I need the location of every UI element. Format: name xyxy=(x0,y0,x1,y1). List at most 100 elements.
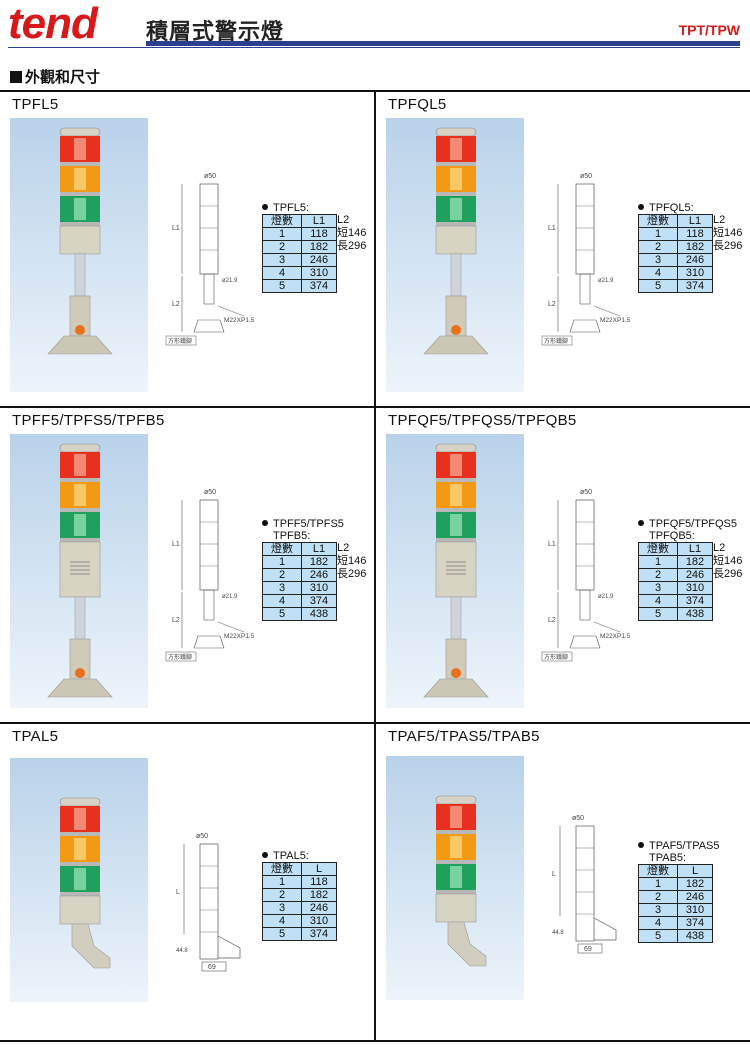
table-header: 燈數 xyxy=(638,864,678,878)
table-header: L1 xyxy=(301,542,337,556)
model-code: TPT/TPW xyxy=(678,22,740,38)
table-cell: 5 xyxy=(638,279,678,293)
product-photo xyxy=(10,118,148,392)
table-cell: 2 xyxy=(638,890,678,904)
svg-text:L1: L1 xyxy=(548,225,556,232)
table-cell: 1 xyxy=(262,875,302,889)
svg-text:方形鐵腳: 方形鐵腳 xyxy=(168,337,192,345)
grid-line-middle xyxy=(374,90,376,1042)
table-cell: 3 xyxy=(262,901,302,915)
svg-text:L1: L1 xyxy=(172,225,180,232)
table-header: L xyxy=(677,864,713,878)
l2-value: 短146 xyxy=(713,227,743,239)
spec-label-line1: TPFQF5/TPFQS5 xyxy=(649,518,738,530)
table-cell: 1 xyxy=(638,877,678,891)
table-cell: 1 xyxy=(262,227,302,241)
table-cell: 3 xyxy=(262,581,302,595)
section-title: 外觀和尺寸 xyxy=(10,66,100,87)
table-cell: 5 xyxy=(262,607,302,621)
svg-text:L1: L1 xyxy=(548,541,556,548)
l2-header: L2 xyxy=(337,214,350,226)
table-header: 燈數 xyxy=(638,214,678,228)
tower-light-image xyxy=(47,443,113,698)
table-cell: 246 xyxy=(301,901,337,915)
spec-label-line1: TPFL5: xyxy=(273,202,310,214)
table-cell: 1 xyxy=(638,227,678,241)
table-cell: 374 xyxy=(677,916,713,930)
l2-value: 長296 xyxy=(337,568,367,580)
l2-value: 長296 xyxy=(713,240,743,252)
spec-label-line1: TPAL5: xyxy=(273,850,309,862)
table-cell: 310 xyxy=(301,581,337,595)
spec-label-line2: TPFQB5: xyxy=(649,530,695,542)
svg-text:方形鐵腳: 方形鐵腳 xyxy=(544,653,568,661)
product-title: TPFQF5/TPFQS5/TPFQB5 xyxy=(388,412,577,429)
bullet-icon xyxy=(262,204,268,210)
table-cell: 5 xyxy=(638,607,678,621)
table-cell: 182 xyxy=(677,240,713,254)
table-cell: 310 xyxy=(301,266,337,280)
table-header: L1 xyxy=(301,214,337,228)
table-cell: 374 xyxy=(677,279,713,293)
bullet-icon xyxy=(262,852,268,858)
table-cell: 310 xyxy=(301,914,337,928)
tower-light-image xyxy=(435,795,487,967)
svg-text:ø21.9: ø21.9 xyxy=(598,278,614,284)
l2-header: L2 xyxy=(713,542,726,554)
svg-text:方形鐵腳: 方形鐵腳 xyxy=(168,653,192,661)
square-bullet-icon xyxy=(10,71,22,83)
table-cell: 5 xyxy=(262,279,302,293)
table-cell: 182 xyxy=(677,877,713,891)
table-cell: 1 xyxy=(262,555,302,569)
table-cell: 1 xyxy=(638,555,678,569)
table-cell: 246 xyxy=(677,253,713,267)
bullet-icon xyxy=(262,520,268,526)
table-cell: 2 xyxy=(638,568,678,582)
svg-text:ø50: ø50 xyxy=(580,173,592,180)
spec-label-line1: TPFF5/TPFS5 xyxy=(273,518,344,530)
svg-text:69: 69 xyxy=(208,964,216,971)
svg-text:44.8: 44.8 xyxy=(552,930,564,936)
svg-text:L2: L2 xyxy=(548,617,556,624)
svg-text:ø21.9: ø21.9 xyxy=(222,278,238,284)
l2-value: 長296 xyxy=(337,240,367,252)
table-header: 燈數 xyxy=(262,542,302,556)
table-header: L1 xyxy=(677,542,713,556)
svg-text:L: L xyxy=(176,889,180,896)
table-header: 燈數 xyxy=(638,542,678,556)
table-cell: 438 xyxy=(677,929,713,943)
bullet-icon xyxy=(638,842,644,848)
table-cell: 2 xyxy=(262,240,302,254)
svg-text:ø50: ø50 xyxy=(196,833,208,840)
product-photo xyxy=(386,756,524,1000)
svg-text:L2: L2 xyxy=(548,301,556,308)
l2-value: 長296 xyxy=(713,568,743,580)
svg-text:69: 69 xyxy=(584,946,592,953)
table-cell: 3 xyxy=(638,581,678,595)
product-photo xyxy=(10,758,148,1002)
svg-text:L2: L2 xyxy=(172,617,180,624)
table-cell: 374 xyxy=(677,594,713,608)
table-cell: 2 xyxy=(262,568,302,582)
